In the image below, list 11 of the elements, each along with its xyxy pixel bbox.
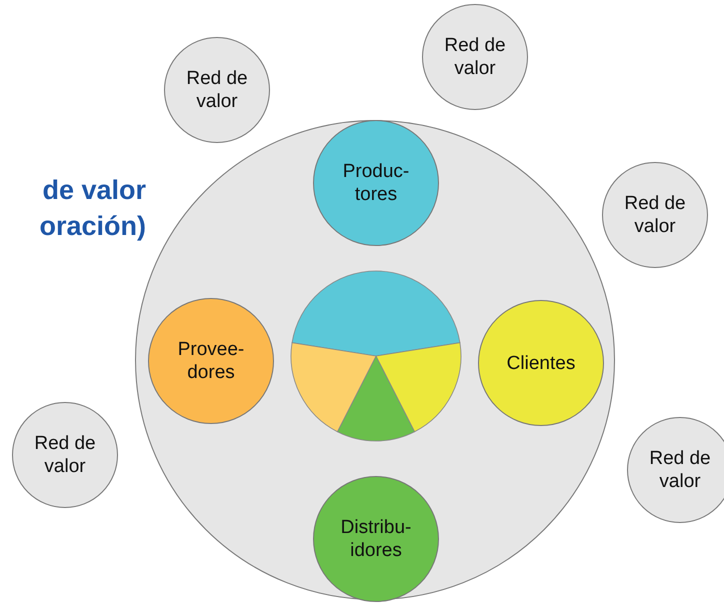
pie-chart [290, 270, 462, 442]
node-label: Distribu- idores [340, 516, 412, 562]
node-label: Red de valor [648, 447, 712, 493]
node-label: Provee- dores [176, 338, 246, 384]
title: de valor oración) [38, 174, 146, 243]
node-label: Produc- tores [342, 160, 410, 206]
node-label: Red de valor [33, 432, 97, 478]
node-label: Red de valor [623, 192, 687, 238]
node-label: Red de valor [443, 34, 507, 80]
node-label: Red de valor [185, 67, 249, 113]
node-label: Clientes [506, 352, 576, 374]
